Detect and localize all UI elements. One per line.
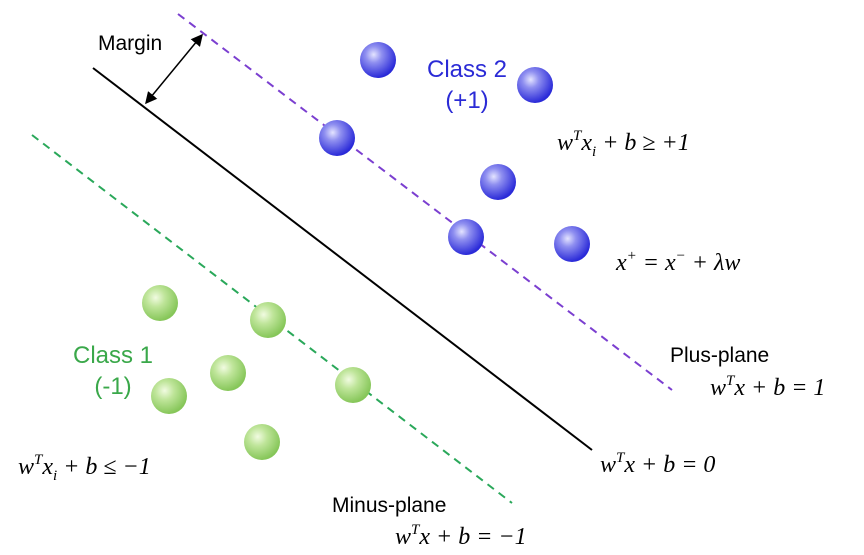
minus-plane-label: Minus-plane [332, 494, 446, 517]
class1-point [244, 424, 280, 460]
class2-value-label: (+1) [445, 87, 488, 114]
decision-boundary-equation: wTx + b = 0 [600, 450, 715, 478]
class2-point [319, 120, 355, 156]
plus-plane-line [177, 13, 673, 391]
class1-value-label: (-1) [94, 373, 131, 400]
class1-point [250, 302, 286, 338]
class2-point [360, 42, 396, 78]
class1-constraint-equation: wTxi + b ≤ −1 [18, 452, 151, 484]
margin-arrow [145, 33, 203, 105]
class2-points [319, 42, 590, 262]
class1-point [142, 285, 178, 321]
class2-point [517, 67, 553, 103]
class1-point [151, 378, 187, 414]
class2-point [554, 226, 590, 262]
class2-constraint-equation: wTxi + b ≥ +1 [557, 128, 690, 160]
class1-name-label: Class 1 [73, 342, 153, 369]
plus-plane-label: Plus-plane [670, 344, 769, 367]
class1-point [210, 355, 246, 391]
plus-plane-equation: wTx + b = 1 [710, 373, 825, 401]
minus-plane-equation: wTx + b = −1 [395, 522, 527, 550]
margin-label: Margin [98, 32, 162, 55]
shift-equation: x+ = x− + λw [615, 248, 740, 276]
class2-name-label: Class 2 [427, 56, 507, 83]
class2-point [448, 219, 484, 255]
minus-plane-line [31, 134, 513, 504]
class1-points [142, 285, 371, 460]
class2-point [480, 164, 516, 200]
decision-boundary-line [92, 67, 593, 451]
class1-point [335, 367, 371, 403]
